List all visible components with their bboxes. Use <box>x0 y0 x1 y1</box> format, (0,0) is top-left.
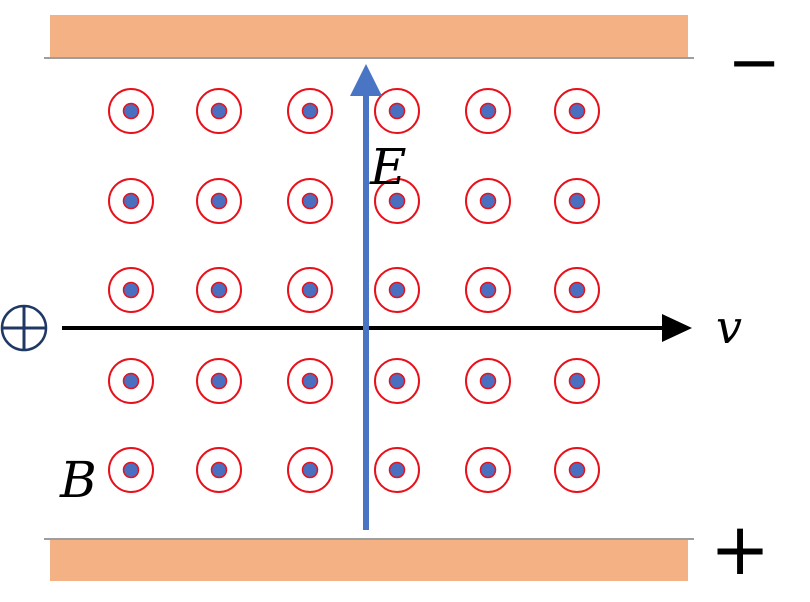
b-field-out-of-page-symbol <box>374 447 420 493</box>
b-field-out-of-page-symbol <box>554 178 600 224</box>
b-field-out-of-page-symbol <box>465 178 511 224</box>
positive-particle-icon <box>0 304 48 352</box>
b-field-out-of-page-symbol <box>465 267 511 313</box>
b-field-out-of-page-symbol <box>554 447 600 493</box>
b-field-out-of-page-symbol <box>196 88 242 134</box>
bottom-plate-sign: + <box>710 507 770 591</box>
b-field-out-of-page-symbol <box>554 88 600 134</box>
b-field-out-of-page-symbol <box>287 447 333 493</box>
b-field-label: B <box>59 451 97 509</box>
b-field-out-of-page-symbol <box>465 447 511 493</box>
b-field-out-of-page-symbol <box>108 358 154 404</box>
b-field-out-of-page-symbol <box>287 88 333 134</box>
velocity-arrow <box>62 314 692 342</box>
b-field-out-of-page-symbol <box>108 267 154 313</box>
b-field-out-of-page-symbol <box>196 358 242 404</box>
b-field-out-of-page-symbol <box>465 88 511 134</box>
b-field-out-of-page-symbol <box>374 358 420 404</box>
b-field-out-of-page-symbol <box>554 267 600 313</box>
b-field-out-of-page-symbol <box>374 267 420 313</box>
b-field-out-of-page-symbol <box>108 178 154 224</box>
b-field-out-of-page-symbol <box>196 447 242 493</box>
b-field-out-of-page-symbol <box>374 88 420 134</box>
top-plate-sign: − <box>727 26 781 100</box>
velocity-label: v <box>716 300 742 354</box>
b-field-out-of-page-symbol <box>196 178 242 224</box>
b-field-out-of-page-symbol <box>108 88 154 134</box>
b-field-out-of-page-symbol <box>287 358 333 404</box>
b-field-out-of-page-symbol <box>108 447 154 493</box>
top-plate <box>50 15 688 57</box>
b-field-out-of-page-symbol <box>465 358 511 404</box>
b-field-out-of-page-symbol <box>196 267 242 313</box>
b-field-out-of-page-symbol <box>287 267 333 313</box>
b-field-out-of-page-symbol <box>554 358 600 404</box>
electric-field-arrow <box>350 64 382 530</box>
b-field-out-of-page-symbol <box>287 178 333 224</box>
bottom-plate <box>50 540 688 581</box>
e-field-label: E <box>369 138 407 196</box>
magnetic-field-grid <box>108 88 600 493</box>
b-field-out-of-page-symbol <box>374 178 420 224</box>
